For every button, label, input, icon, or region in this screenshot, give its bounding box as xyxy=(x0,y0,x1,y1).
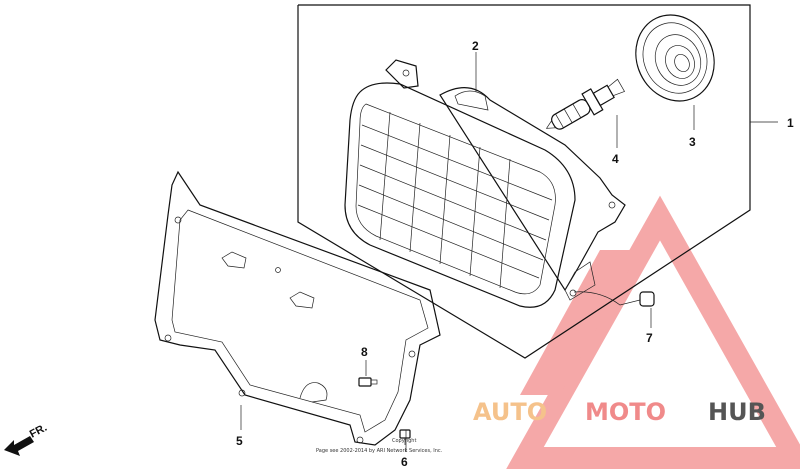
direction-label: FR. xyxy=(28,422,49,441)
callout-8: 8 xyxy=(361,345,368,359)
assembly-bracket xyxy=(297,4,778,359)
front-direction-arrow: FR. xyxy=(4,422,49,456)
copyright-line-1: Copyright xyxy=(392,438,416,444)
callout-4: 4 xyxy=(612,152,619,166)
bulb xyxy=(545,78,626,130)
screw-6 xyxy=(399,429,411,445)
dust-cover xyxy=(635,14,715,102)
leader-lines xyxy=(240,52,695,452)
headlight-unit xyxy=(344,59,626,308)
watermark-text: AUTO MOTO HUB xyxy=(473,398,766,426)
watermark-auto: AUTO xyxy=(473,398,547,426)
callout-6: 6 xyxy=(401,455,408,469)
callout-1: 1 xyxy=(787,116,794,130)
watermark-moto: MOTO xyxy=(585,398,666,426)
callout-3: 3 xyxy=(689,135,696,149)
adjuster-7 xyxy=(573,291,655,307)
callout-2: 2 xyxy=(472,39,479,53)
watermark-hub: HUB xyxy=(708,398,766,426)
screw-8 xyxy=(358,377,378,387)
callout-5: 5 xyxy=(236,434,243,448)
headlight-frame xyxy=(154,170,441,446)
copyright-line-2: Page see 2002-2014 by ARI Network Servic… xyxy=(316,448,443,454)
callout-7: 7 xyxy=(646,331,653,345)
